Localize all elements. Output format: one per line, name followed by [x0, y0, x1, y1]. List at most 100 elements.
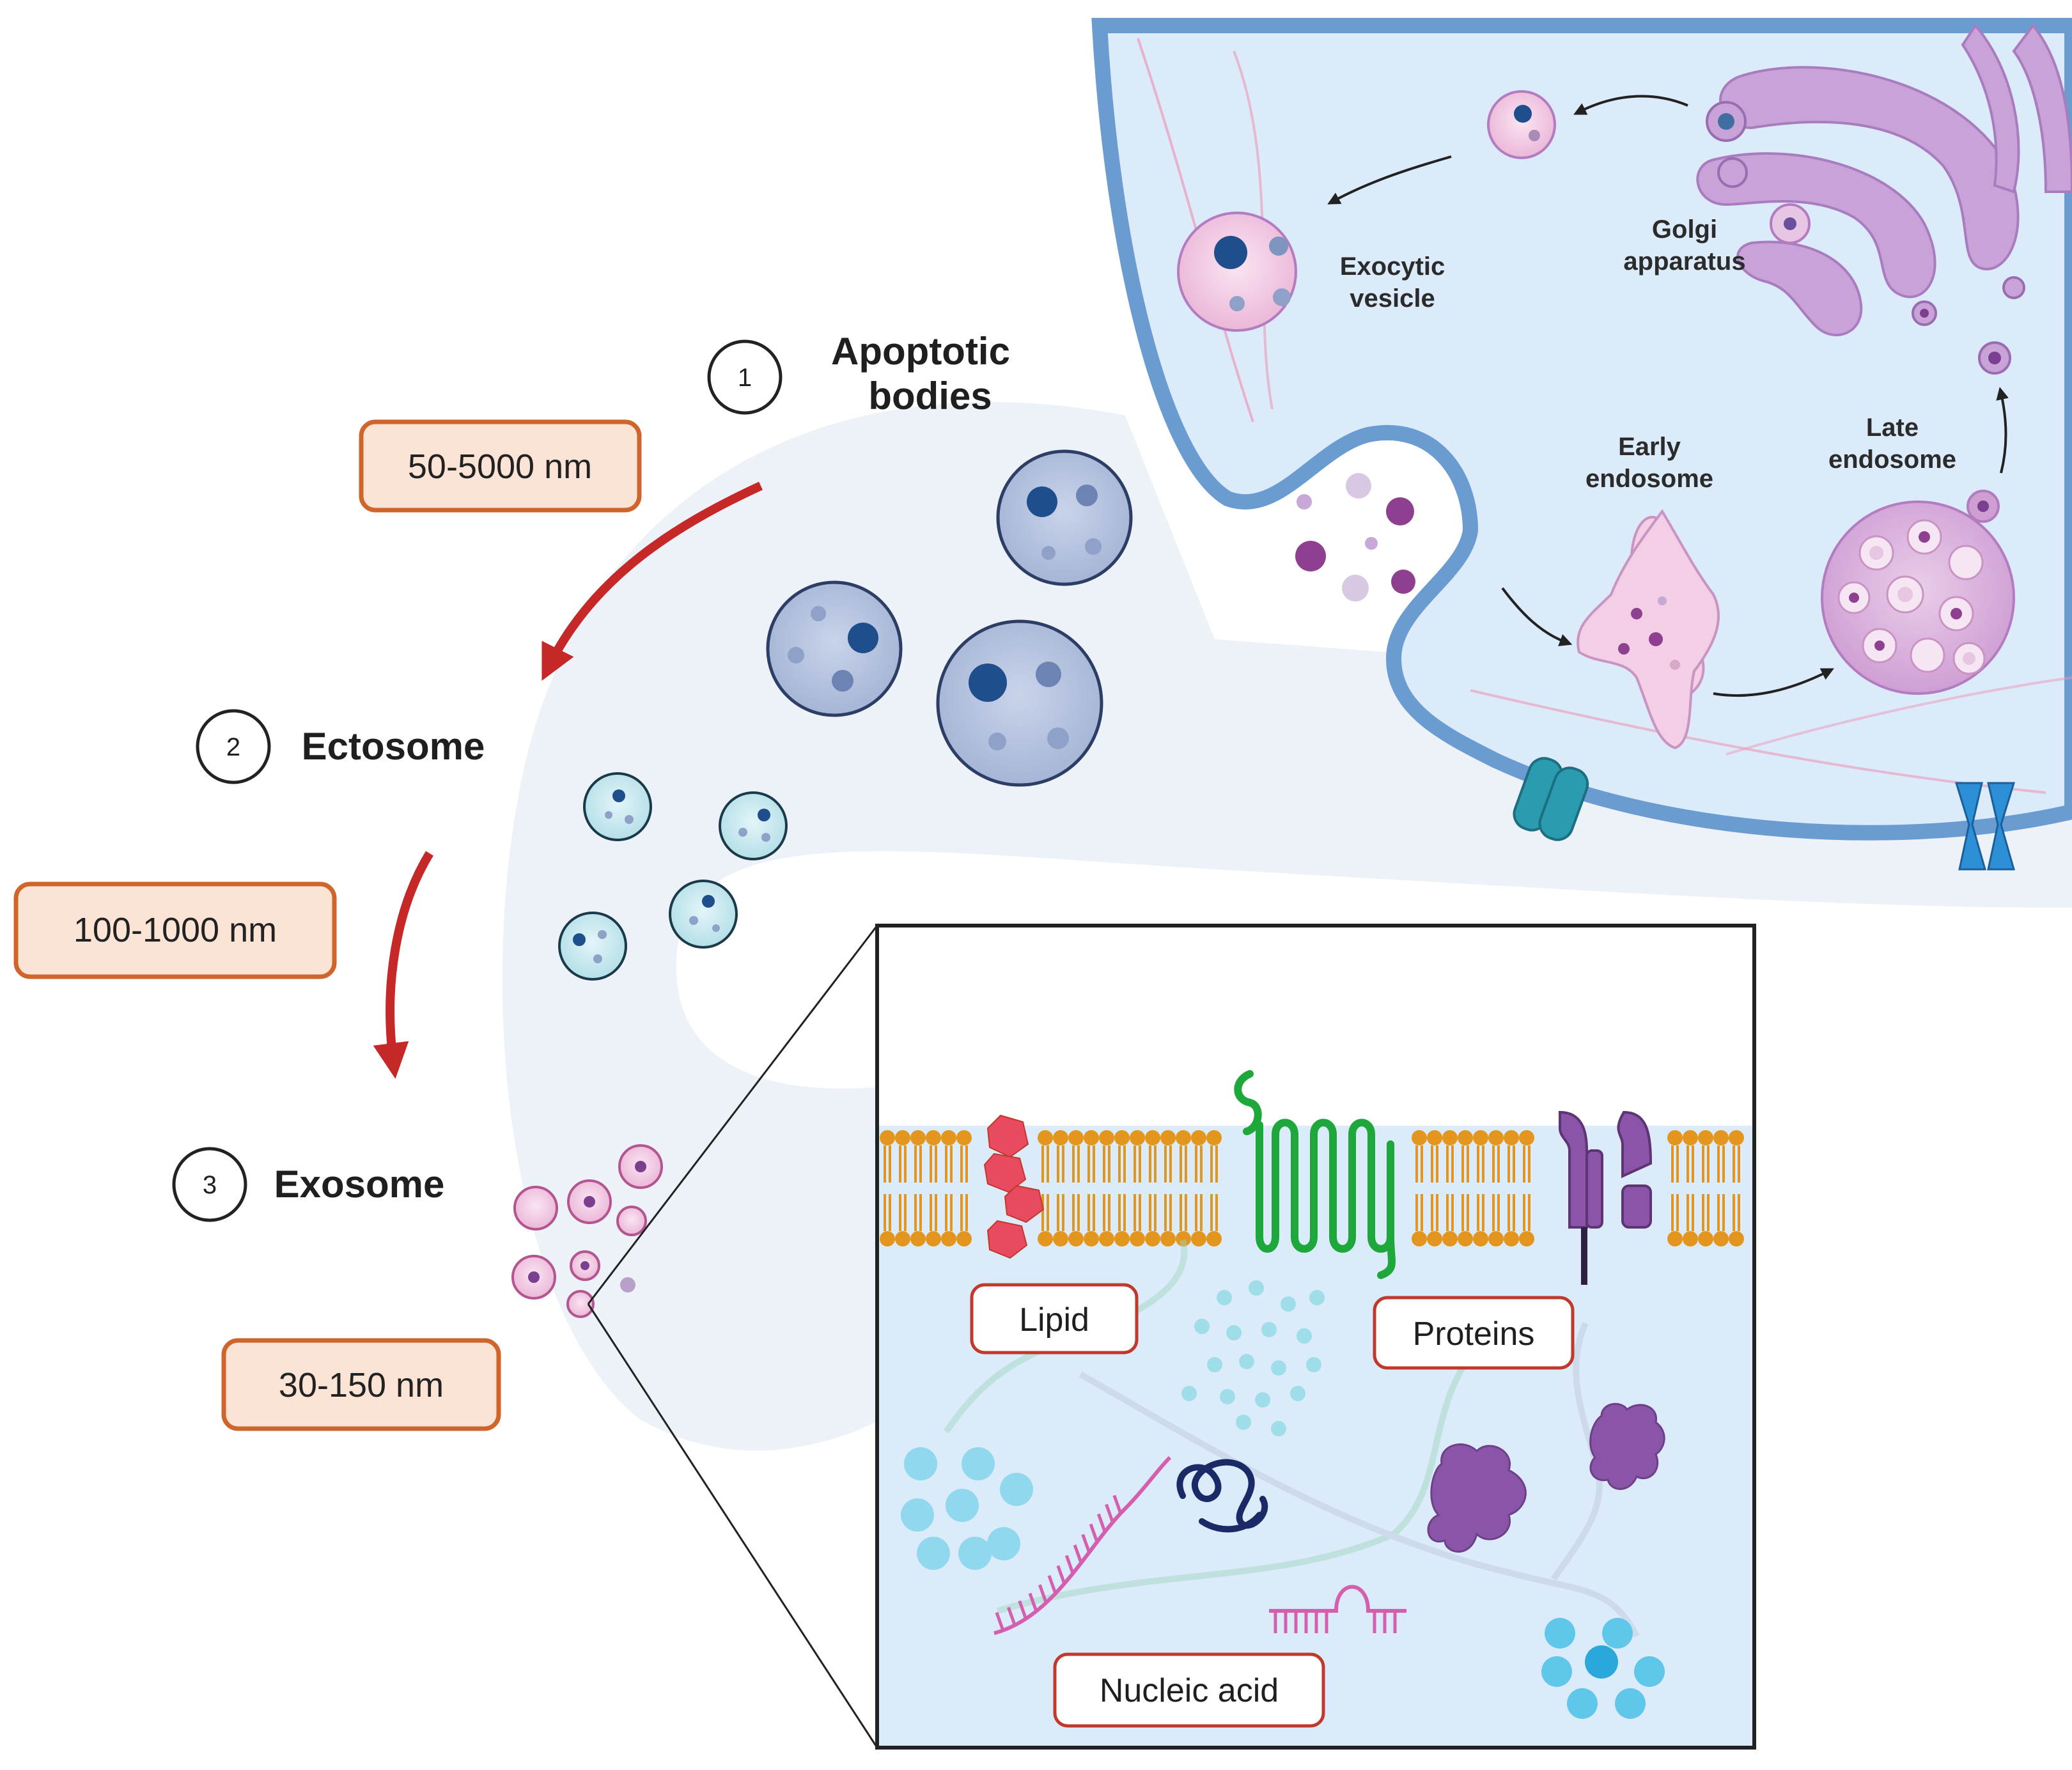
late-endosome-label-2: endosome — [1828, 446, 1956, 474]
base — [1089, 1523, 1099, 1543]
base — [1056, 1565, 1066, 1585]
step-2-label: Ectosome — [302, 725, 485, 768]
zoom-line-top — [587, 925, 878, 1305]
ectosome-cargo — [738, 828, 747, 837]
phospholipid — [910, 1130, 926, 1246]
vesicle-cargo — [1229, 296, 1245, 311]
step-1: 1 Apoptotic bodies 50-5000 nm — [359, 330, 1010, 681]
inset-top-background — [879, 928, 1752, 1126]
phospholipid — [1473, 1130, 1488, 1246]
base — [995, 1611, 1005, 1631]
base — [1047, 1574, 1057, 1594]
base — [1006, 1606, 1017, 1626]
phospholipid — [1488, 1130, 1504, 1246]
intravesicular-particle — [1295, 541, 1326, 571]
step-3: 3 Exosome 30-150 nm — [172, 1147, 501, 1431]
ectosome-cargo — [758, 809, 770, 821]
exosome-cargo — [580, 1261, 589, 1270]
base — [1105, 1503, 1114, 1523]
base — [1112, 1494, 1123, 1514]
metabolite-dot — [1255, 1392, 1270, 1408]
metabolite-dot — [1220, 1389, 1235, 1404]
golgi-apparatus — [1696, 23, 2072, 337]
phospholipid — [1412, 1130, 1427, 1246]
membrane-channel — [1513, 757, 1589, 841]
metabolite-dot — [1290, 1386, 1305, 1401]
phospholipid — [1683, 1130, 1698, 1246]
phospholipid — [1427, 1130, 1442, 1246]
lipid-bilayer — [880, 1130, 1744, 1246]
secretory-vesicle — [1487, 90, 1556, 159]
body-cargo — [988, 733, 1006, 750]
step-3-label: Exosome — [274, 1163, 445, 1206]
metabolite-dot — [1207, 1357, 1222, 1372]
apoptotic-body — [996, 449, 1133, 586]
ectosome-cargo — [761, 833, 770, 842]
apoptotic-body — [936, 619, 1103, 787]
exosome — [513, 1186, 558, 1230]
body-cargo — [1085, 538, 1102, 555]
phospholipid — [1160, 1130, 1176, 1246]
size-box-3 — [221, 1338, 501, 1431]
ectosomes — [558, 772, 788, 981]
vesicle-cargo — [1214, 236, 1247, 269]
globular-protein-2 — [1589, 1402, 1665, 1490]
phospholipid — [1667, 1130, 1683, 1246]
phospholipid — [1519, 1130, 1534, 1246]
base — [1028, 1592, 1038, 1612]
step-1-label-line2: bodies — [868, 375, 992, 417]
step-2: 2 Ectosome 100-1000 nm — [13, 709, 485, 1079]
base — [1018, 1600, 1028, 1620]
nucleic-acid-strand — [993, 1456, 1172, 1635]
ectosome-cargo — [573, 933, 586, 946]
exocytic-vesicle-label-1: Exocytic — [1340, 252, 1445, 281]
dna-tangle — [1176, 1459, 1268, 1533]
exosome-cargo — [635, 1161, 646, 1172]
body-cargo — [1027, 486, 1057, 517]
base — [1038, 1584, 1048, 1604]
phospholipid — [956, 1130, 972, 1246]
membrane-channel — [1954, 782, 2016, 871]
phospholipid — [1099, 1130, 1114, 1246]
ectosome-cargo — [598, 930, 607, 939]
ectosome-cargo — [712, 924, 720, 932]
phospholipid — [1206, 1130, 1222, 1246]
phospholipid — [1176, 1130, 1191, 1246]
ectosome-cargo — [702, 895, 715, 908]
proteins-label: Proteins — [1413, 1316, 1535, 1353]
zoom-line-bottom — [587, 1303, 878, 1748]
body-cargo — [969, 664, 1007, 702]
body-cargo — [1036, 662, 1061, 687]
metabolite-dot — [1281, 1296, 1296, 1312]
base — [1081, 1533, 1091, 1553]
ectosome-cargo — [612, 789, 625, 802]
late-endosome-label-1: Late — [1866, 414, 1919, 442]
exosome-composition-inset: Lipid Proteins Nucleic acid — [875, 924, 1756, 1750]
exosomes — [511, 1144, 663, 1318]
ilv-cargo — [1869, 546, 1975, 665]
step-3-marker — [172, 1147, 247, 1222]
early-endosome-label-1: Early — [1618, 433, 1681, 461]
intravesicular-particle — [1297, 494, 1312, 509]
globular-protein — [1427, 1443, 1527, 1553]
base — [1073, 1544, 1083, 1564]
metabolite-dot — [1306, 1357, 1321, 1372]
metabolite-dot — [1217, 1290, 1232, 1305]
arrow-vesicle-to-exocytic — [1327, 155, 1452, 205]
ectosome-cargo — [625, 815, 634, 824]
filament — [1725, 676, 2072, 756]
vesicle-cargo — [1273, 288, 1291, 306]
ectosome — [669, 880, 738, 949]
size-box-2-text: 100-1000 nm — [74, 911, 277, 949]
phospholipid — [1038, 1130, 1053, 1246]
apoptotic-bodies — [766, 449, 1133, 787]
vesicle-cargo — [1977, 501, 1989, 512]
phospholipid — [1504, 1130, 1519, 1246]
step-1-label-line1: Apoptotic — [831, 330, 1010, 373]
nucleic-acid-hairpin-bases — [1274, 1611, 1397, 1633]
ectosome — [558, 912, 627, 981]
metabolite-dot — [1309, 1290, 1325, 1305]
ectosome — [583, 772, 652, 841]
metabolite-dot — [1236, 1415, 1251, 1430]
intravesicular-particle — [1342, 575, 1369, 602]
